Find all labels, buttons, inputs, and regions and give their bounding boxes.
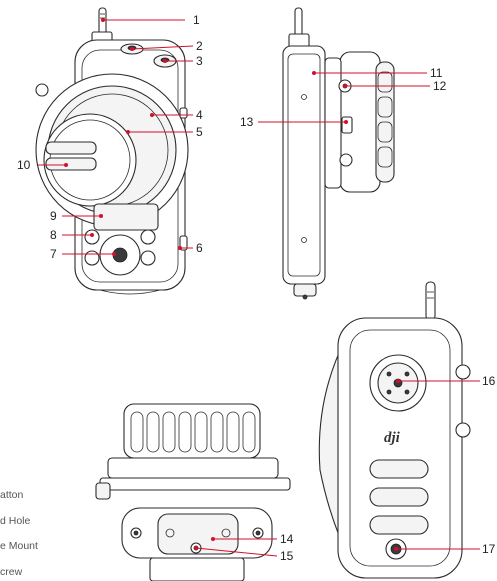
callout-17: 17 [482, 542, 496, 556]
callout-8: 8 [50, 228, 57, 242]
callout-13: 13 [240, 115, 254, 129]
callout-leaders [38, 18, 480, 557]
legend-fragment-4: crew [0, 566, 23, 578]
callout-1: 1 [193, 13, 200, 27]
front-view-device [35, 7, 189, 295]
rear-view-device: dji [318, 281, 471, 579]
legend-fragments: atton d Hole e Mount crew [0, 489, 38, 578]
callout-11: 11 [430, 66, 443, 80]
side-view-device [282, 7, 395, 300]
legend-fragment-2: d Hole [0, 515, 31, 527]
callout-15: 15 [280, 549, 294, 563]
callout-12: 12 [433, 79, 447, 93]
callout-14: 14 [280, 532, 294, 546]
dji-logo: dji [384, 430, 401, 446]
bottom-view-device [95, 403, 291, 581]
callout-9: 9 [50, 209, 57, 223]
callout-7: 7 [50, 247, 57, 261]
callout-16: 16 [482, 374, 496, 388]
callout-10: 10 [17, 158, 31, 172]
legend-fragment-3: e Mount [0, 540, 38, 552]
callout-4: 4 [196, 108, 203, 122]
callout-5: 5 [196, 125, 203, 139]
callout-3: 3 [196, 54, 203, 68]
callout-6: 6 [196, 241, 203, 255]
callout-labels: 1 2 3 4 5 6 7 8 9 10 11 12 13 14 15 16 1… [17, 13, 496, 563]
callout-2: 2 [196, 39, 203, 53]
legend-fragment-1: atton [0, 489, 24, 501]
